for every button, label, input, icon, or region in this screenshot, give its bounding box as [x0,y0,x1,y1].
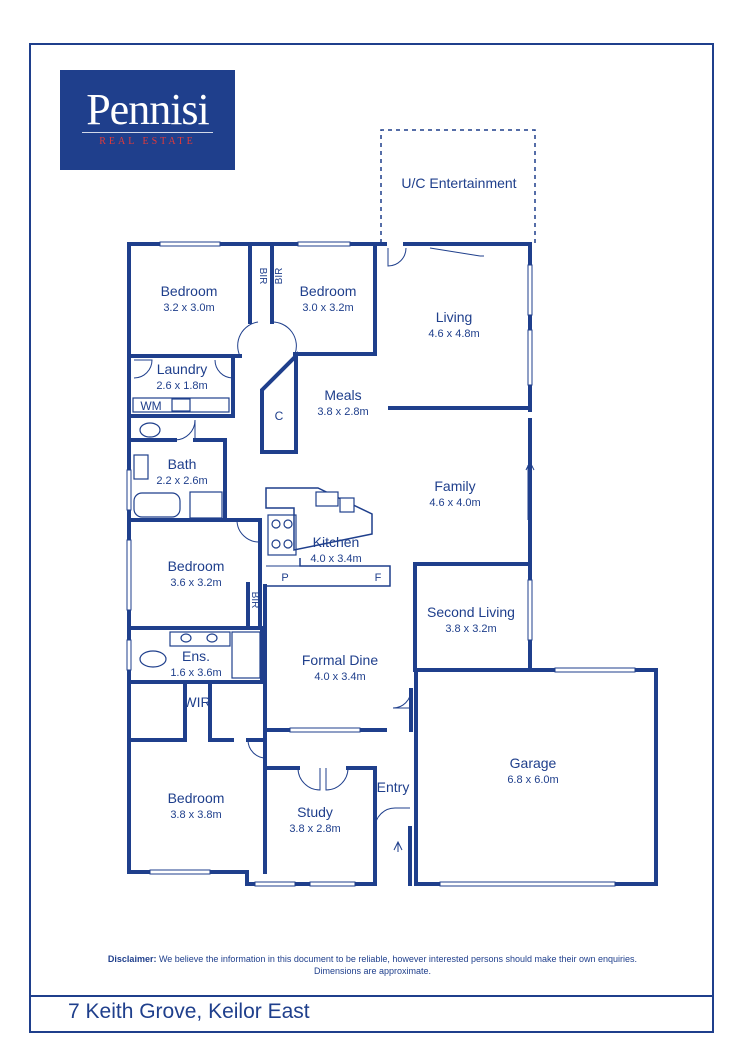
room-name: U/C Entertainment [401,175,516,191]
room-name: Family [434,478,475,494]
agency-logo: Pennisi REAL ESTATE [60,70,235,170]
room-dims: 1.6 x 3.6m [170,667,221,679]
room-name: Meals [324,387,361,403]
room-name: Formal Dine [302,652,378,668]
room-dims: 3.8 x 3.8m [170,809,221,821]
footer-divider [29,995,714,997]
disclaimer-text: We believe the information in this docum… [156,954,638,964]
room-name: Kitchen [313,534,360,550]
bir-label: BIR [257,268,268,285]
room-name: Ens. [182,648,210,664]
page-border [29,43,714,1033]
small-labels: BIR BIR BIR WM C P F WIR [140,268,381,710]
room-dims: 4.6 x 4.8m [428,328,479,340]
fixtures [132,397,373,679]
room-dims: 3.6 x 3.2m [170,577,221,589]
room-name: Bedroom [300,283,357,299]
interior-walls [127,242,532,874]
cupboard-label: C [275,409,284,423]
room-name: Bedroom [161,283,218,299]
disclaimer-line2: Dimensions are approximate. [313,966,432,976]
room-dims: 2.6 x 1.8m [156,380,207,392]
room-dims: 3.8 x 3.2m [445,623,496,635]
bir-label: BIR [274,268,285,285]
disclaimer: Disclaimer: We believe the information i… [40,953,705,977]
room-dims: 4.6 x 4.0m [429,497,480,509]
room-name: Bedroom [168,790,225,806]
fridge-label: F [375,572,382,584]
room-dims: 3.2 x 3.0m [163,302,214,314]
room-dims: 4.0 x 3.4m [310,553,361,565]
windows [126,241,636,887]
logo-subtitle: REAL ESTATE [99,136,196,147]
room-labels: Bedroom 3.2 x 3.0m Bedroom 3.0 x 3.2m Li… [156,175,558,835]
wir-label: WIR [183,694,210,710]
room-dims: 3.0 x 3.2m [302,302,353,314]
room-name: Study [297,804,333,820]
room-name: Bedroom [168,558,225,574]
room-dims: 4.0 x 3.4m [314,671,365,683]
room-dims: 2.2 x 2.6m [156,475,207,487]
room-name: Bath [168,456,197,472]
pantry-label: P [281,572,288,584]
entertainment-outline [380,129,536,243]
logo-rule [82,132,213,133]
room-dims: 3.8 x 2.8m [289,823,340,835]
disclaimer-label: Disclaimer: [107,954,157,964]
room-name: Second Living [427,604,515,620]
room-dims: 6.8 x 6.0m [507,774,558,786]
bir-label: BIR [249,592,260,609]
room-name: Entry [377,779,410,795]
room-name: Garage [510,755,557,771]
room-name: Laundry [157,361,208,377]
logo-name: Pennisi [86,85,210,134]
property-address: 7 Keith Grove, Keilor East [68,1000,310,1023]
room-dims: 3.8 x 2.8m [317,406,368,418]
room-name: Living [436,309,473,325]
wm-label: WM [140,399,161,413]
